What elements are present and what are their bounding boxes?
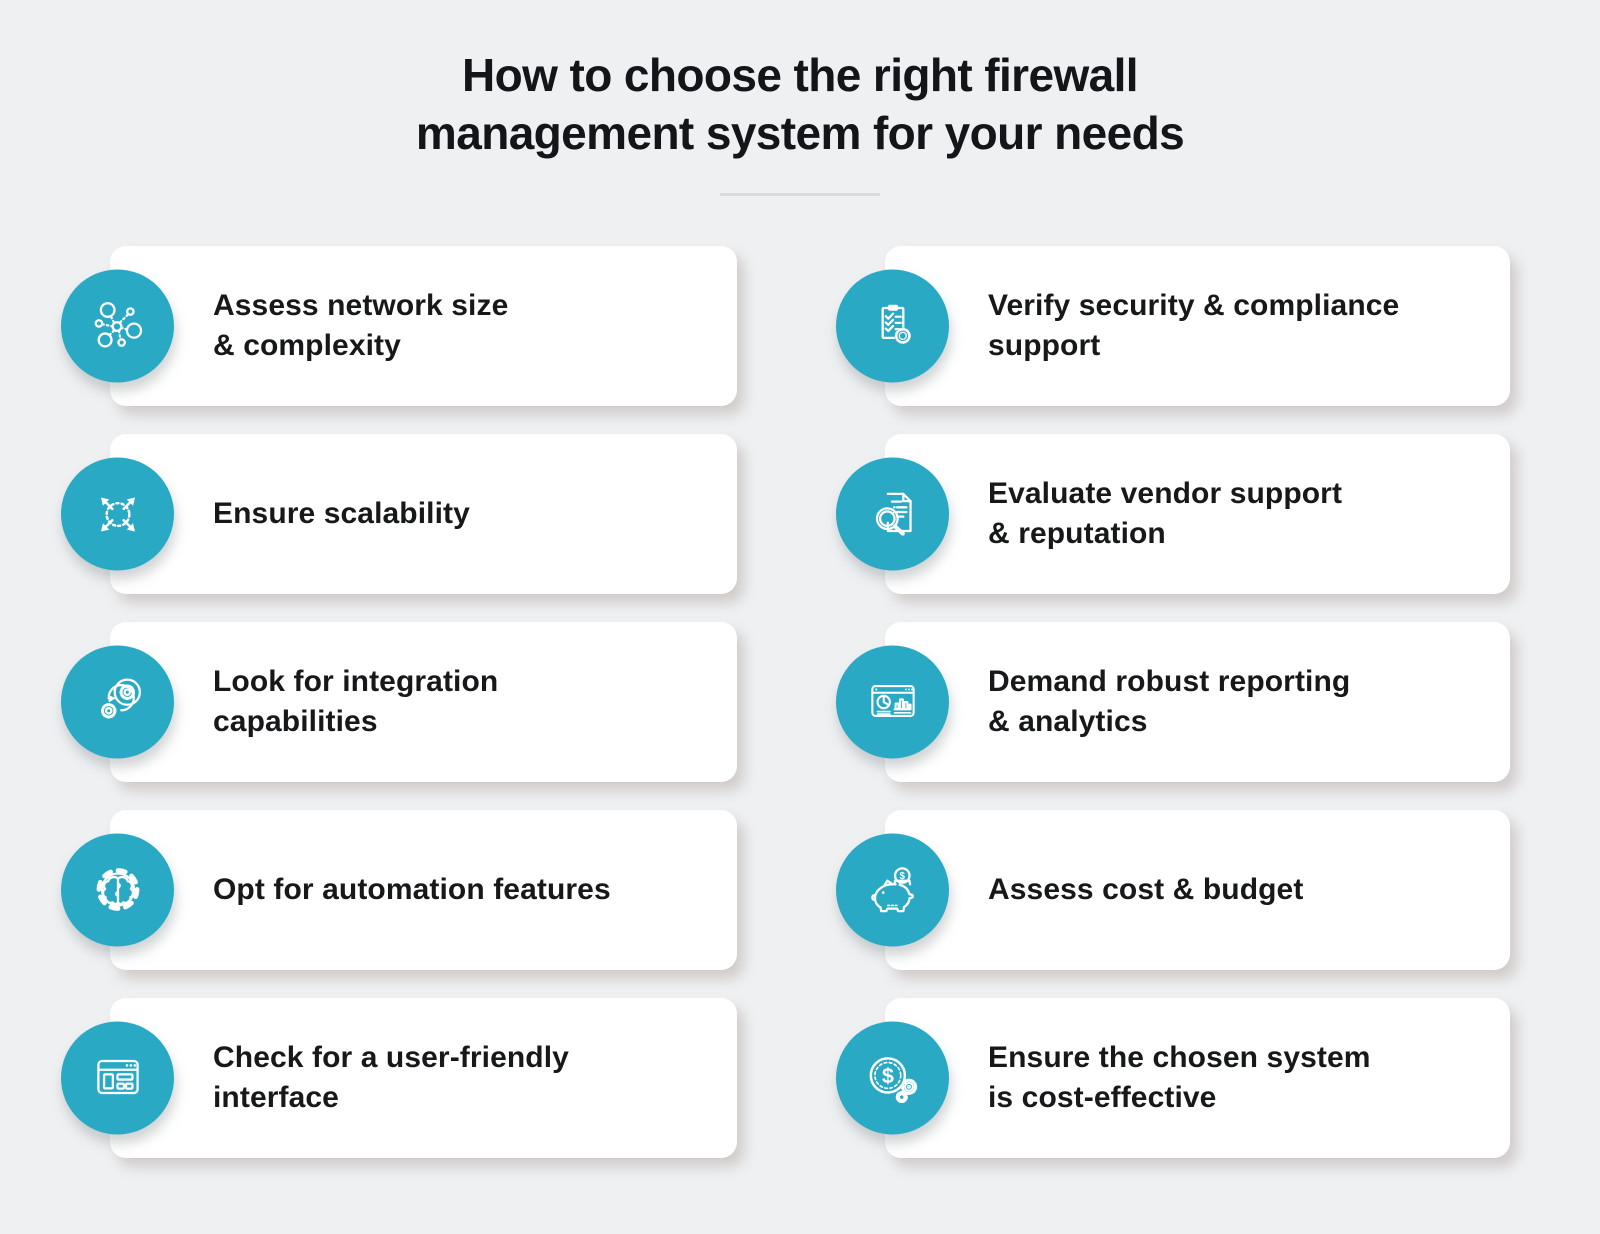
card-label: Demand robust reporting & analytics — [988, 664, 1351, 738]
document-magnifier-icon — [836, 457, 949, 571]
card-assess-network: Assess network size & complexity — [61, 245, 737, 406]
card-security-compliance: Verify security & compliance support — [836, 245, 1510, 406]
integration-gears-icon — [61, 645, 174, 759]
card-label: Ensure the chosen system is cost-effecti… — [988, 1040, 1371, 1114]
svg-text:$: $ — [881, 1063, 893, 1088]
card-cost-effective: $ Ensure the chosen system is cost-effec… — [836, 997, 1510, 1158]
card-cost-budget: $ Assess cost & budget — [836, 809, 1510, 970]
network-nodes-icon — [61, 269, 174, 383]
analytics-dashboard-icon — [836, 645, 949, 759]
compliance-checklist-icon — [836, 269, 949, 383]
card-label: Assess network size & complexity — [213, 288, 509, 362]
card-integration: Look for integration capabilities — [61, 621, 737, 782]
title-divider — [720, 192, 880, 196]
card-user-friendly: Check for a user-friendly interface — [61, 997, 737, 1158]
card-reporting-analytics: Demand robust reporting & analytics — [836, 621, 1510, 782]
card-label: Assess cost & budget — [988, 872, 1304, 906]
automation-brain-gear-icon — [61, 833, 174, 947]
browser-interface-icon — [61, 1021, 174, 1135]
card-label: Evaluate vendor support & reputation — [988, 476, 1343, 550]
dollar-coin-gears-icon: $ — [836, 1021, 949, 1135]
card-automation: Opt for automation features — [61, 809, 737, 970]
card-label: Check for a user-friendly interface — [213, 1040, 569, 1114]
card-label: Verify security & compliance support — [988, 288, 1400, 362]
svg-text:$: $ — [899, 872, 905, 883]
card-grid: Assess network size & complexity Ensure … — [0, 245, 1600, 1158]
card-vendor-support: Evaluate vendor support & reputation — [836, 433, 1510, 594]
page-title: How to choose the right firewall managem… — [415, 49, 1185, 160]
card-label: Opt for automation features — [213, 872, 611, 906]
expand-arrows-icon — [61, 457, 174, 571]
card-label: Ensure scalability — [213, 496, 470, 530]
card-scalability: Ensure scalability — [61, 433, 737, 594]
piggy-bank-icon: $ — [836, 833, 949, 947]
card-label: Look for integration capabilities — [213, 664, 499, 738]
